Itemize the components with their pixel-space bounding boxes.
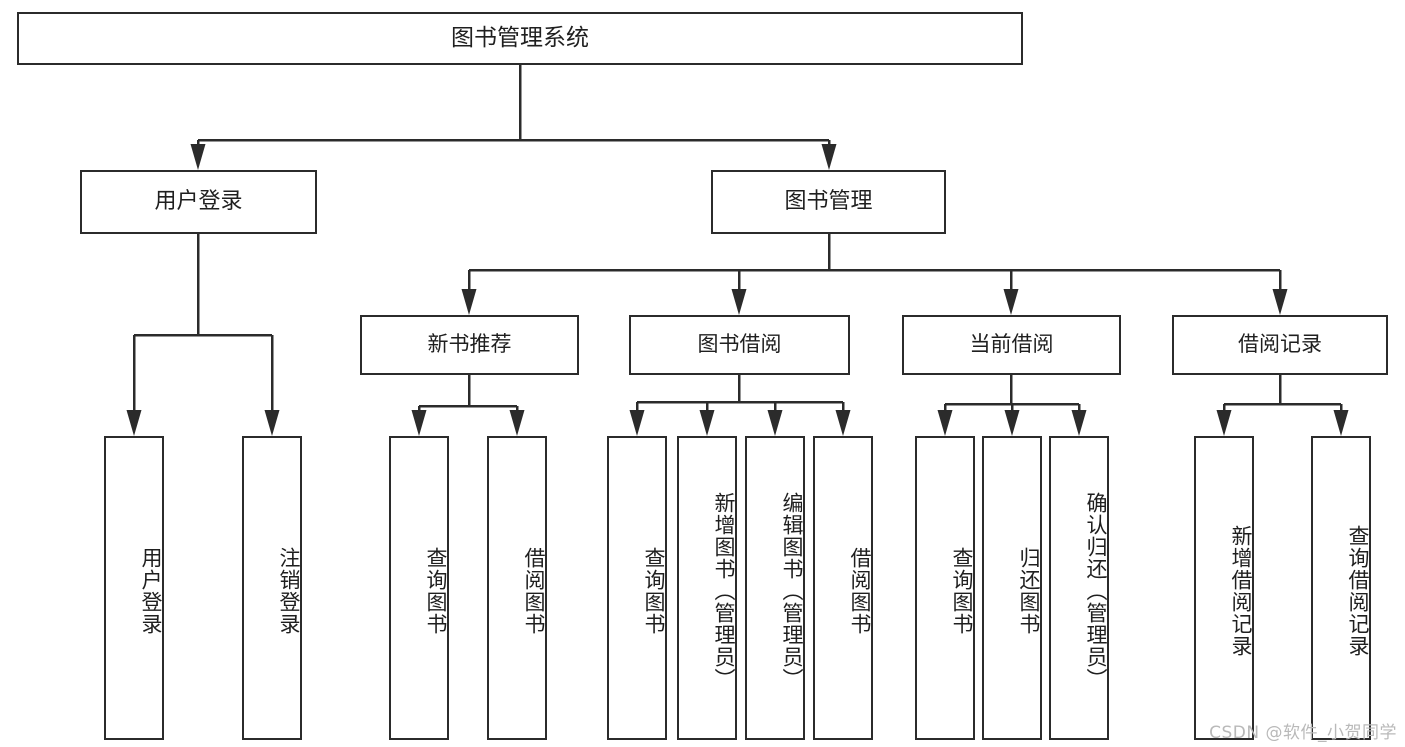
node-book-borrow[interactable]: 图书借阅	[629, 315, 850, 375]
watermark-text: CSDN @软件_小贺同学	[1209, 723, 1397, 743]
node-leaf-query-book-2[interactable]: 查询图书	[607, 436, 667, 740]
node-new-book-recommend[interactable]: 新书推荐	[360, 315, 579, 375]
node-leaf-add-record[interactable]: 新增借阅记录	[1194, 436, 1254, 740]
node-leaf-query-record[interactable]: 查询借阅记录	[1311, 436, 1371, 740]
node-leaf-borrow-book-2[interactable]: 借阅图书	[813, 436, 873, 740]
node-leaf-logout[interactable]: 注销登录	[242, 436, 302, 740]
node-root[interactable]: 图书管理系统	[17, 12, 1023, 65]
node-leaf-user-login[interactable]: 用户登录	[104, 436, 164, 740]
node-leaf-query-book-3[interactable]: 查询图书	[915, 436, 975, 740]
node-current-borrow[interactable]: 当前借阅	[902, 315, 1121, 375]
node-leaf-add-book[interactable]: 新增图书（管理员）	[677, 436, 737, 740]
node-book-manage[interactable]: 图书管理	[711, 170, 946, 234]
node-leaf-query-book-1[interactable]: 查询图书	[389, 436, 449, 740]
node-borrow-record[interactable]: 借阅记录	[1172, 315, 1388, 375]
node-leaf-borrow-book-1[interactable]: 借阅图书	[487, 436, 547, 740]
node-leaf-return-book[interactable]: 归还图书	[982, 436, 1042, 740]
node-leaf-edit-book[interactable]: 编辑图书（管理员）	[745, 436, 805, 740]
node-user-login[interactable]: 用户登录	[80, 170, 317, 234]
node-leaf-confirm-return[interactable]: 确认归还（管理员）	[1049, 436, 1109, 740]
